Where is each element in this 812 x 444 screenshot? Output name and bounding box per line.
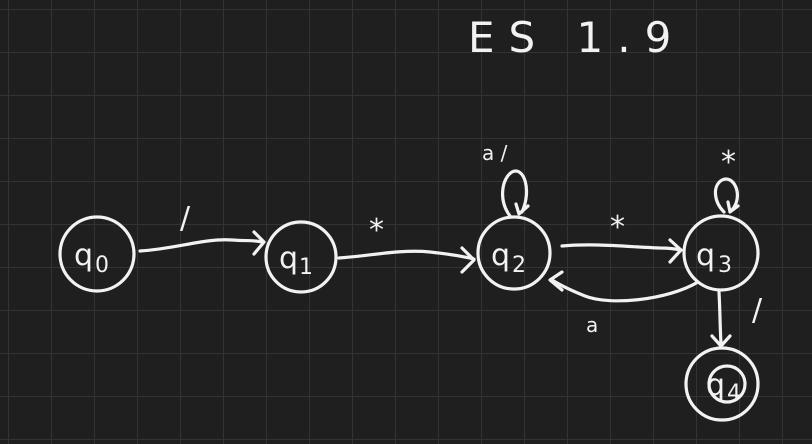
diagram-title: ES 1.9 (468, 13, 685, 62)
state-q4-outer-circle (684, 346, 760, 422)
transition-q2-q3-arrowhead (668, 238, 683, 264)
transition-q3-loop: * (713, 145, 740, 214)
transition-q3-q4: / (710, 290, 763, 348)
state-q2-label: q (491, 238, 510, 273)
transition-q2-q3-line (560, 243, 683, 252)
state-q0-sub: 0 (95, 253, 109, 278)
transition-q2-loop-label: a / (482, 141, 508, 165)
transition-q3-q2-arrowhead (548, 270, 564, 292)
transition-q0-q1: / (138, 201, 266, 256)
state-q3-circle (682, 214, 760, 292)
state-q1-circle (264, 220, 338, 294)
transition-q2-loop: a / (482, 141, 530, 218)
state-q1-label: q (279, 241, 298, 276)
transition-q2-loop-arrowhead (514, 202, 530, 216)
transition-q0-q1-label: / (180, 201, 191, 236)
transition-q2-loop-line (501, 169, 528, 218)
transition-q3-q4-label: / (752, 293, 763, 328)
state-q1-sub: 1 (299, 255, 313, 280)
transition-q1-q2-line (337, 249, 476, 261)
state-q4: q 4 (684, 346, 760, 422)
transition-q0-q1-line (138, 238, 264, 253)
state-q4-inner-circle (707, 364, 747, 404)
transition-q0-q1-arrowhead (252, 230, 266, 256)
state-q2-sub: 2 (512, 253, 526, 278)
transition-q3-loop-label: * (721, 145, 736, 180)
state-q1: q 1 (264, 220, 338, 294)
transition-q3-loop-line (713, 177, 739, 214)
transition-q3-q4-line (717, 290, 723, 346)
state-q2: q 2 (476, 215, 552, 291)
transition-q2-q3: * (560, 210, 683, 264)
transition-q1-q2-label: * (369, 213, 384, 248)
state-q0-label: q (74, 238, 93, 273)
transition-q3-q4-arrowhead (710, 334, 732, 348)
transition-q3-q2: a (548, 270, 700, 337)
transition-q3-q2-line (550, 278, 700, 303)
state-q0-circle (58, 215, 136, 293)
transition-q1-q2-arrowhead (460, 246, 476, 274)
transition-q2-q3-label: * (610, 210, 625, 245)
state-q0: q 0 (58, 215, 136, 293)
state-q3: q 3 (682, 214, 760, 292)
transition-q3-loop-arrowhead (726, 200, 740, 214)
state-q4-sub: 4 (727, 381, 741, 406)
state-q3-label: q (696, 238, 715, 273)
state-q2-circle (476, 215, 552, 291)
state-q3-sub: 3 (718, 253, 732, 278)
state-q4-label: q (706, 368, 725, 403)
transition-q1-q2: * (337, 213, 476, 274)
transition-q3-q2-label: a (586, 313, 598, 337)
